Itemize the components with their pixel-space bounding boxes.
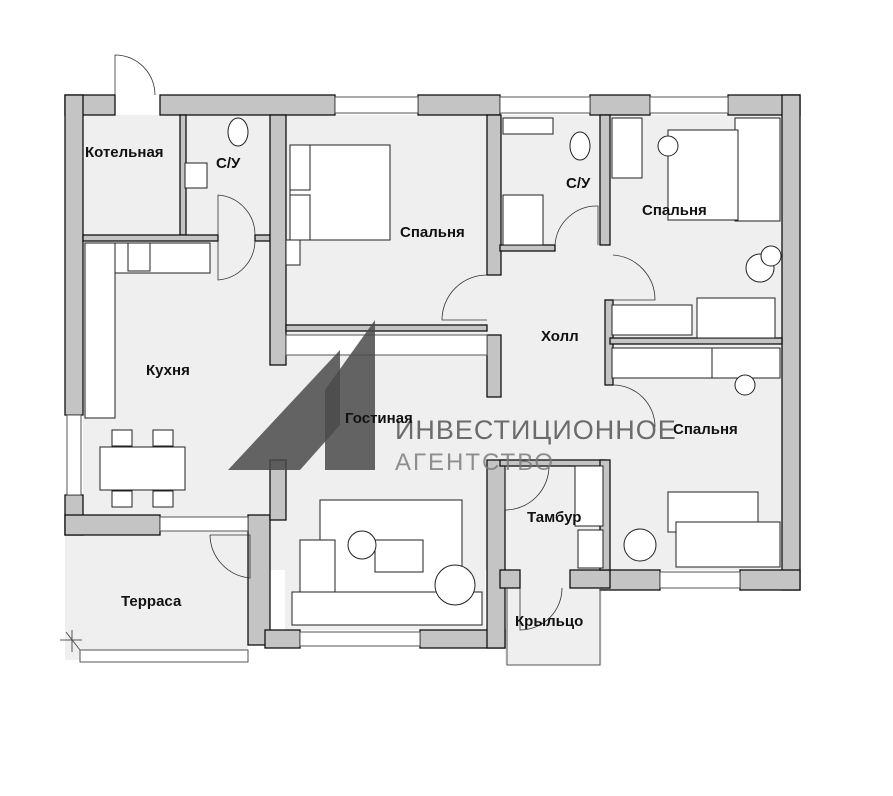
kitchen-counter-side [84,242,116,419]
label-hall: Холл [541,328,579,345]
watermark-line1: ИНВЕСТИЦИОННОЕ [395,415,677,445]
label-wc-right: С/У [566,175,591,192]
door-swings [114,54,656,631]
room-labels: Котельная С/У Спальня С/У Спальня Кухня … [85,144,738,630]
stairs [574,465,604,527]
furniture [84,117,782,626]
label-kitchen: Кухня [146,362,190,379]
label-wc-left: С/У [216,155,241,172]
terrace-floor [65,515,248,660]
sink [184,162,208,189]
toilet-right [569,131,591,161]
desk-2 [711,347,781,379]
label-bedroom-right-top: Спальня [642,202,707,219]
wardrobe-2 [611,347,713,379]
watermark-line2: АГЕНТСТВО [395,449,555,476]
armchair [434,564,476,606]
windows [66,96,741,647]
wardrobe-1 [611,304,693,336]
desk [611,117,643,179]
label-boiler: Котельная [85,144,164,161]
label-terrace: Терраса [121,593,182,610]
label-bedroom-right-bottom: Спальня [673,421,738,438]
shower [502,194,544,246]
outdoor-outlines [60,588,601,666]
label-bedroom-top: Спальня [400,224,465,241]
bed-top-right [734,117,781,222]
bed-bottom-right [675,521,781,568]
watermark-logo: ИНВЕСТИЦИОННОЕ АГЕНТСТВО [228,320,677,476]
coffee-table [374,539,424,573]
toilet [227,117,249,147]
dining-table [99,446,186,491]
label-porch: Крыльцо [515,613,583,630]
label-vestibule: Тамбур [527,509,581,526]
label-living: Гостиная [345,410,413,427]
sofa-right [696,297,776,339]
